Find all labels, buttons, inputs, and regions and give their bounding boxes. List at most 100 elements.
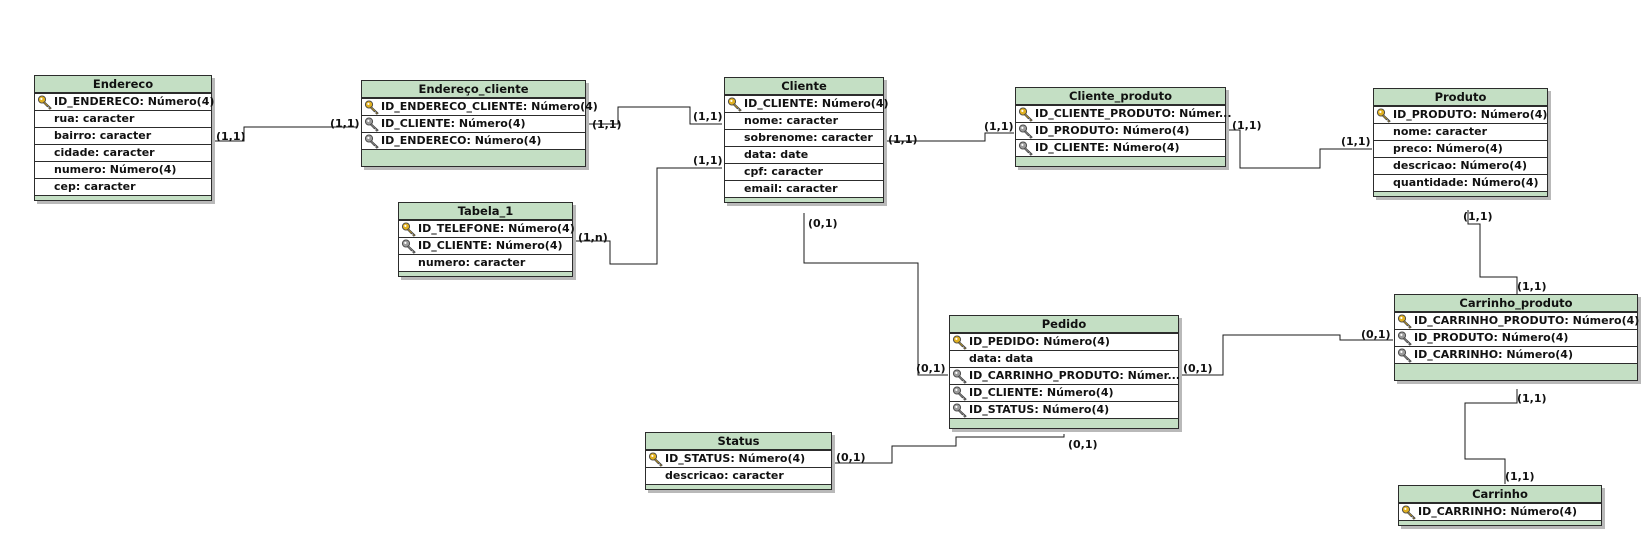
attribute-row[interactable]: descricao: Número(4) bbox=[1374, 158, 1547, 175]
attribute-text: cep: caracter bbox=[54, 180, 136, 193]
attribute-text: data: data bbox=[969, 352, 1034, 365]
attribute-row[interactable]: ID_PRODUTO: Número(4) bbox=[1395, 330, 1637, 347]
attribute-text: ID_PEDIDO: Número(4) bbox=[969, 335, 1110, 348]
attribute-row[interactable]: ID_CLIENTE: Número(4) bbox=[362, 116, 585, 133]
attribute-row[interactable]: quantidade: Número(4) bbox=[1374, 175, 1547, 192]
attribute-row[interactable]: ID_CLIENTE: Número(4) bbox=[1016, 140, 1225, 157]
attribute-row[interactable]: sobrenome: caracter bbox=[725, 130, 883, 147]
attribute-row[interactable]: numero: Número(4) bbox=[35, 162, 211, 179]
attribute-row[interactable]: data: data bbox=[950, 351, 1178, 368]
attribute-row[interactable]: ID_STATUS: Número(4) bbox=[646, 451, 831, 468]
attribute-row[interactable]: nome: caracter bbox=[1374, 124, 1547, 141]
entity-footer bbox=[1399, 521, 1601, 525]
entity-title: Status bbox=[646, 433, 831, 451]
attribute-row[interactable]: cep: caracter bbox=[35, 179, 211, 196]
entity-footer bbox=[725, 198, 883, 202]
attribute-text: nome: caracter bbox=[1393, 125, 1487, 138]
attribute-row[interactable]: cidade: caracter bbox=[35, 145, 211, 162]
attribute-row[interactable]: data: date bbox=[725, 147, 883, 164]
attribute-text: ID_CARRINHO_PRODUTO: Número(4) bbox=[1414, 314, 1640, 327]
attribute-text: ID_CARRINHO_PRODUTO: Númer... bbox=[969, 369, 1180, 382]
attribute-row[interactable]: ID_STATUS: Número(4) bbox=[950, 402, 1178, 419]
line-endereco-enderecocliente bbox=[211, 126, 357, 142]
attribute-row[interactable]: ID_CARRINHO_PRODUTO: Númer... bbox=[950, 368, 1180, 385]
cardinality-label: (1,1) bbox=[1232, 119, 1262, 132]
attribute-text: ID_CLIENTE: Número(4) bbox=[381, 117, 526, 130]
entity-footer bbox=[1374, 192, 1547, 196]
line-pedido-carrinhoproduto bbox=[1177, 334, 1393, 376]
entity-carrinho-produto[interactable]: Carrinho_produto ID_CARRINHO_PRODUTO: Nú… bbox=[1394, 294, 1640, 381]
primary-key-icon bbox=[364, 100, 379, 115]
attribute-row[interactable]: descricao: caracter bbox=[646, 468, 831, 485]
attribute-text: rua: caracter bbox=[54, 112, 135, 125]
cardinality-label: (1,1) bbox=[1463, 210, 1493, 223]
attribute-row[interactable]: numero: caracter bbox=[399, 255, 572, 272]
attribute-row[interactable]: ID_CLIENTE: Número(4) bbox=[725, 96, 889, 113]
attribute-row[interactable]: ID_ENDERECO: Número(4) bbox=[362, 133, 585, 150]
attribute-text: ID_STATUS: Número(4) bbox=[969, 403, 1110, 416]
entity-carrinho[interactable]: Carrinho ID_CARRINHO: Número(4) bbox=[1398, 485, 1602, 526]
attribute-row[interactable]: ID_PRODUTO: Número(4) bbox=[1374, 107, 1547, 124]
attribute-text: bairro: caracter bbox=[54, 129, 152, 142]
entity-footer bbox=[362, 150, 585, 166]
entity-title: Cliente_produto bbox=[1016, 88, 1225, 106]
cardinality-label: (1,1) bbox=[216, 130, 246, 143]
attribute-row[interactable]: ID_CARRINHO_PRODUTO: Número(4) bbox=[1395, 313, 1640, 330]
cardinality-label: (0,1) bbox=[1183, 362, 1213, 375]
attribute-row[interactable]: ID_CLIENTE: Número(4) bbox=[399, 238, 572, 255]
entity-tabela-1[interactable]: Tabela_1 ID_TELEFONE: Número(4)ID_CLIENT… bbox=[398, 202, 575, 277]
entity-title: Pedido bbox=[950, 316, 1178, 334]
attribute-row[interactable]: bairro: caracter bbox=[35, 128, 211, 145]
entity-produto[interactable]: Produto ID_PRODUTO: Número(4)nome: carac… bbox=[1373, 88, 1548, 197]
attribute-text: sobrenome: caracter bbox=[744, 131, 873, 144]
entity-title: Tabela_1 bbox=[399, 203, 572, 221]
attribute-row[interactable]: ID_ENDERECO: Número(4) bbox=[35, 94, 214, 111]
attribute-list: ID_CLIENTE_PRODUTO: Númer...ID_PRODUTO: … bbox=[1016, 106, 1232, 157]
foreign-key-icon bbox=[952, 369, 967, 384]
attribute-text: ID_PRODUTO: Número(4) bbox=[1035, 124, 1190, 137]
attribute-row[interactable]: ID_PEDIDO: Número(4) bbox=[950, 334, 1178, 351]
primary-key-icon bbox=[401, 222, 416, 237]
entity-cliente-produto[interactable]: Cliente_produto ID_CLIENTE_PRODUTO: Núme… bbox=[1015, 87, 1232, 167]
cardinality-label: (1,1) bbox=[693, 154, 723, 167]
entity-title: Endereço_cliente bbox=[362, 81, 585, 99]
entity-endereco[interactable]: Endereco ID_ENDERECO: Número(4)rua: cara… bbox=[34, 75, 214, 201]
attribute-text: ID_CARRINHO: Número(4) bbox=[1418, 505, 1577, 518]
attribute-row[interactable]: ID_ENDERECO_CLIENTE: Número(4) bbox=[362, 99, 598, 116]
attribute-row[interactable]: ID_PRODUTO: Número(4) bbox=[1016, 123, 1225, 140]
attribute-row[interactable]: email: caracter bbox=[725, 181, 883, 198]
attribute-row[interactable]: ID_TELEFONE: Número(4) bbox=[399, 221, 575, 238]
attribute-text: numero: Número(4) bbox=[54, 163, 177, 176]
cardinality-label: (1,1) bbox=[984, 120, 1014, 133]
entity-footer bbox=[1395, 364, 1637, 380]
attribute-text: ID_CARRINHO: Número(4) bbox=[1414, 348, 1573, 361]
attribute-row[interactable]: ID_CLIENTE: Número(4) bbox=[950, 385, 1178, 402]
attribute-row[interactable]: preco: Número(4) bbox=[1374, 141, 1547, 158]
primary-key-icon bbox=[1376, 108, 1391, 123]
attribute-row[interactable]: cpf: caracter bbox=[725, 164, 883, 181]
attribute-row[interactable]: ID_CARRINHO: Número(4) bbox=[1399, 504, 1601, 521]
entity-title: Carrinho bbox=[1399, 486, 1601, 504]
attribute-row[interactable]: ID_CARRINHO: Número(4) bbox=[1395, 347, 1637, 364]
attribute-list: ID_ENDERECO_CLIENTE: Número(4)ID_CLIENTE… bbox=[362, 99, 598, 150]
attribute-text: ID_ENDERECO: Número(4) bbox=[381, 134, 542, 147]
attribute-list: ID_CARRINHO: Número(4) bbox=[1399, 504, 1601, 521]
entity-cliente[interactable]: Cliente ID_CLIENTE: Número(4)nome: carac… bbox=[724, 77, 889, 203]
attribute-row[interactable]: rua: caracter bbox=[35, 111, 211, 128]
attribute-row[interactable]: nome: caracter bbox=[725, 113, 883, 130]
primary-key-icon bbox=[727, 97, 742, 112]
attribute-text: cidade: caracter bbox=[54, 146, 155, 159]
attribute-row[interactable]: ID_CLIENTE_PRODUTO: Númer... bbox=[1016, 106, 1232, 123]
primary-key-icon bbox=[952, 335, 967, 350]
primary-key-icon bbox=[1397, 314, 1412, 329]
entity-endereco-cliente[interactable]: Endereço_cliente ID_ENDERECO_CLIENTE: Nú… bbox=[361, 80, 598, 167]
entity-footer bbox=[646, 485, 831, 489]
attribute-text: numero: caracter bbox=[418, 256, 526, 269]
attribute-text: data: date bbox=[744, 148, 809, 161]
line-cliente-clienteproduto bbox=[883, 132, 1014, 142]
entity-status[interactable]: Status ID_STATUS: Número(4)descricao: ca… bbox=[645, 432, 832, 490]
